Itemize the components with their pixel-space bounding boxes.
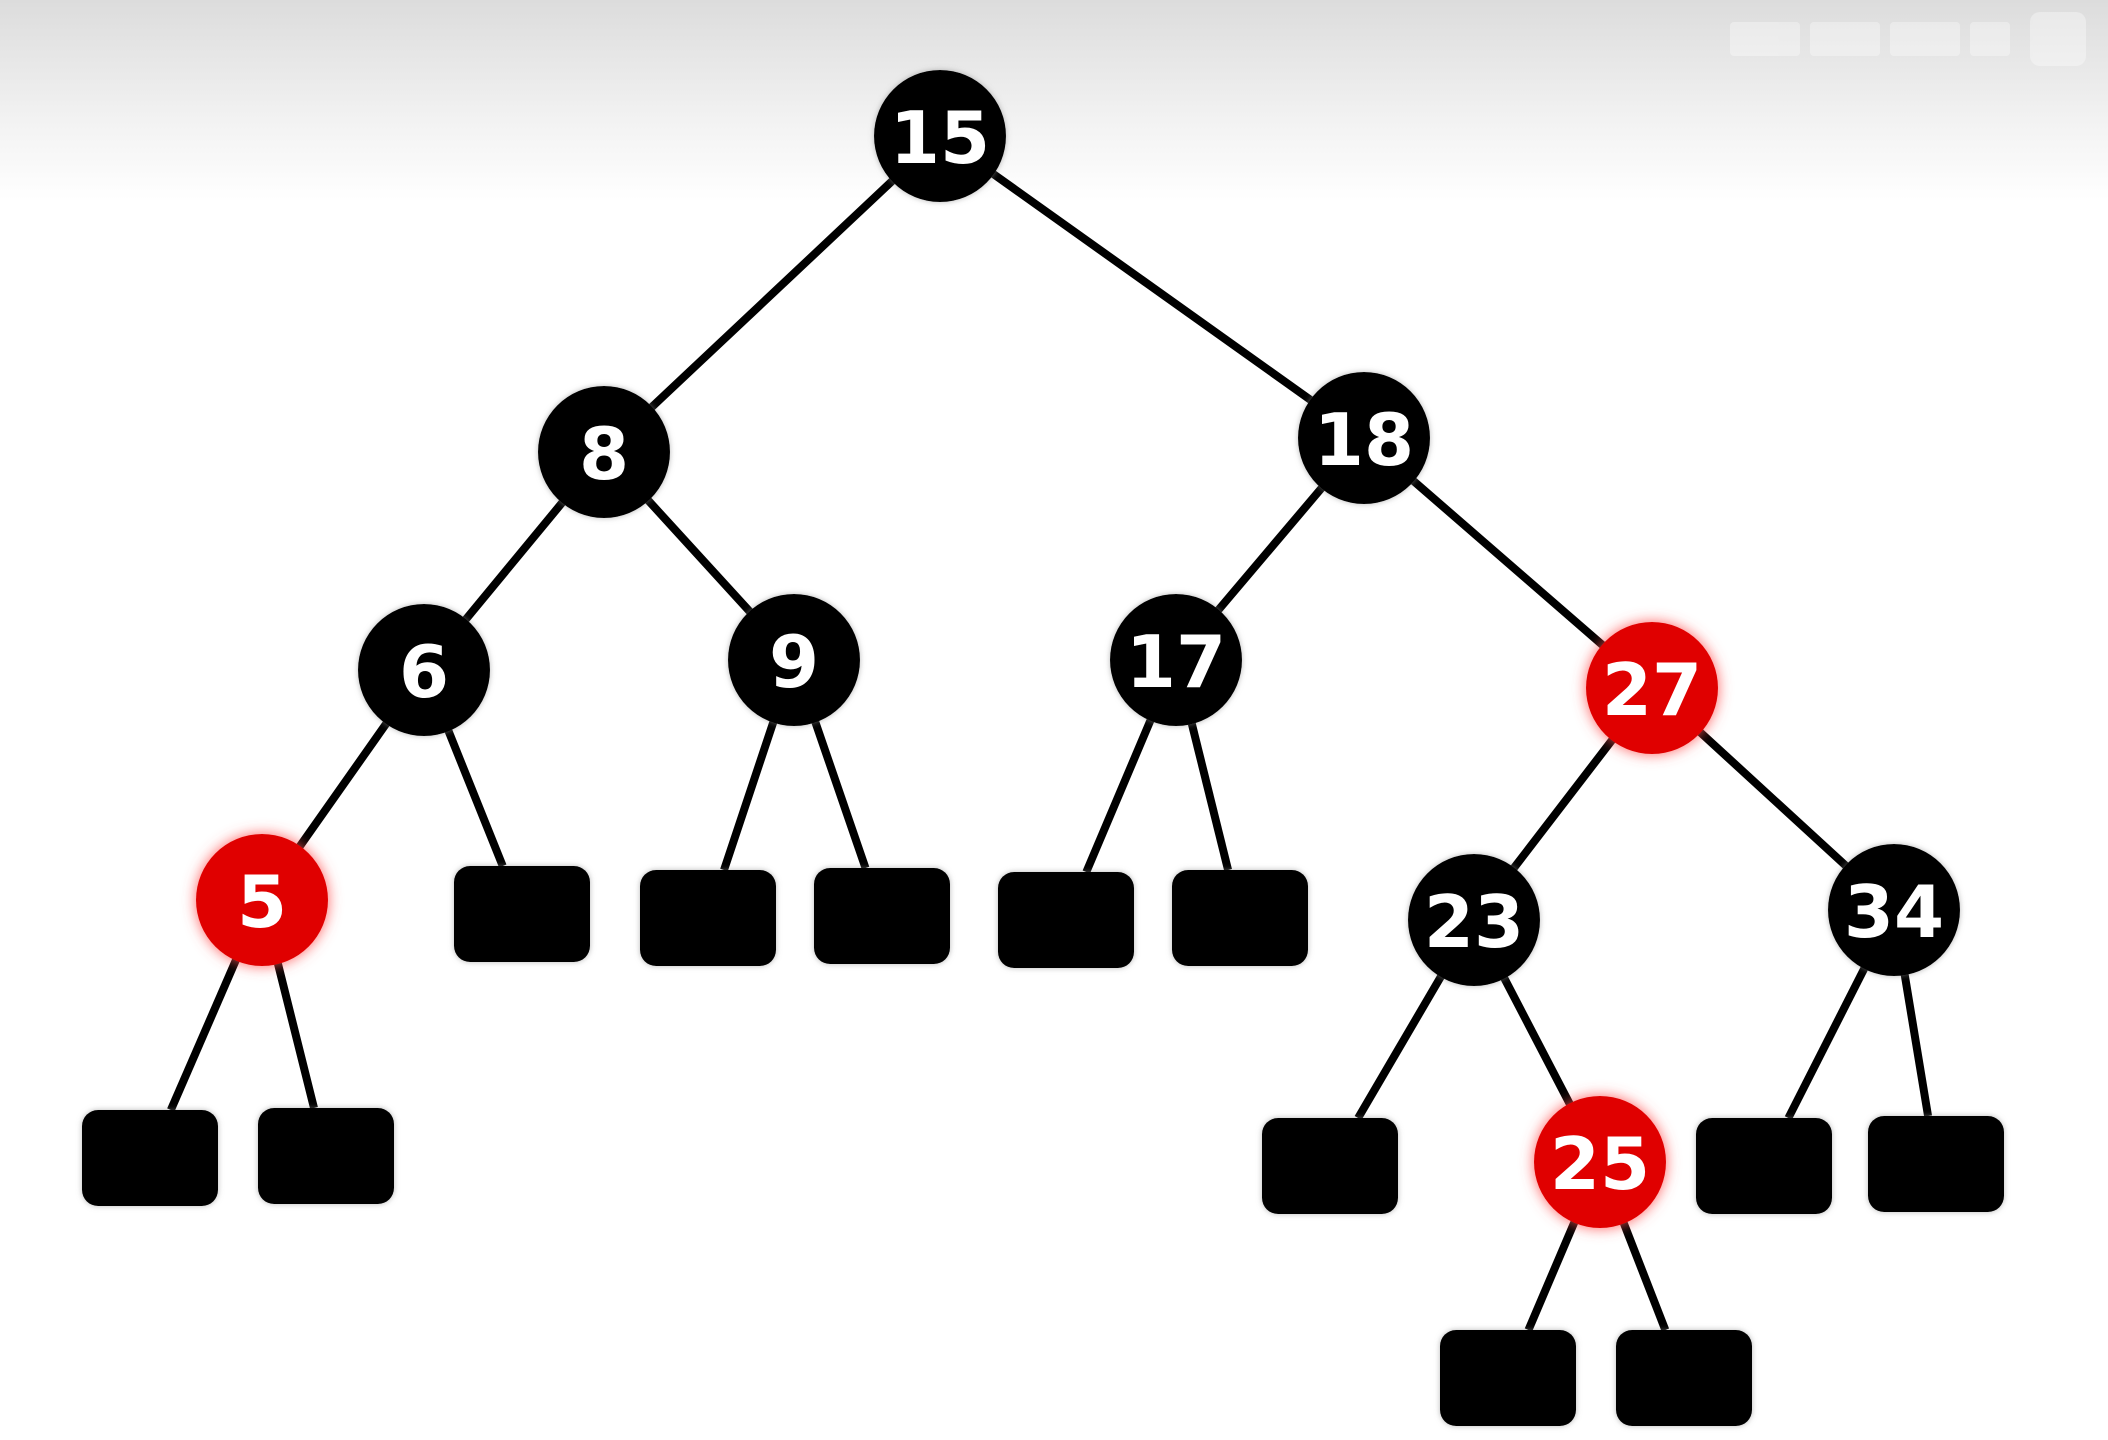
red-node-circle bbox=[1586, 622, 1718, 754]
edge-n25-nil-25-r bbox=[1619, 1220, 1670, 1332]
black-node-circle bbox=[1298, 372, 1430, 504]
edge-n18-n17 bbox=[1214, 484, 1326, 614]
edge-n17-nil-17-l bbox=[1082, 717, 1155, 874]
nil-leaf bbox=[82, 1110, 218, 1206]
tree-node-15: 15 bbox=[874, 70, 1006, 202]
node-label: 9 bbox=[769, 620, 819, 704]
edge-n8-n9 bbox=[644, 496, 754, 616]
tree-node-9: 9 bbox=[728, 594, 860, 726]
node-label: 18 bbox=[1314, 398, 1414, 482]
tree-node-17: 17 bbox=[1110, 594, 1242, 726]
tree-node-23: 23 bbox=[1408, 854, 1540, 986]
nil-leaves bbox=[82, 866, 2004, 1426]
nil-leaf bbox=[814, 868, 950, 964]
nil-leaf bbox=[1696, 1118, 1832, 1214]
node-label: 34 bbox=[1844, 870, 1944, 954]
node-label: 15 bbox=[890, 96, 990, 180]
node-label: 17 bbox=[1126, 620, 1226, 704]
watermark-logo bbox=[1730, 8, 2090, 70]
edge-n9-nil-9-r bbox=[811, 719, 870, 870]
edge-n18-n27 bbox=[1409, 476, 1607, 650]
edge-n34-nil-34-r bbox=[1900, 972, 1933, 1117]
edge-n8-n6 bbox=[461, 498, 567, 624]
nil-leaf bbox=[454, 866, 590, 962]
nil-leaf bbox=[258, 1108, 394, 1204]
edge-n34-nil-34-l bbox=[1784, 965, 1869, 1120]
black-node-circle bbox=[728, 594, 860, 726]
tree-node-34: 34 bbox=[1828, 844, 1960, 976]
tree-node-8: 8 bbox=[538, 386, 670, 518]
node-label: 27 bbox=[1602, 648, 1702, 732]
black-node-circle bbox=[1828, 844, 1960, 976]
edge-n9-nil-9-l bbox=[720, 719, 778, 872]
tree-node-6: 6 bbox=[358, 604, 490, 736]
red-node-circle bbox=[1534, 1096, 1666, 1228]
node-label: 5 bbox=[237, 860, 287, 944]
nil-leaf bbox=[1262, 1118, 1398, 1214]
nil-leaf bbox=[1440, 1330, 1576, 1426]
edge-n6-nil-6-r bbox=[444, 727, 507, 868]
node-label: 8 bbox=[579, 412, 629, 496]
black-node-circle bbox=[538, 386, 670, 518]
edge-n5-nil-5-l bbox=[167, 957, 241, 1112]
node-label: 23 bbox=[1424, 880, 1524, 964]
black-node-circle bbox=[1110, 594, 1242, 726]
tree-node-5: 5 bbox=[196, 834, 328, 966]
edge-n6-n5 bbox=[295, 720, 391, 850]
nil-leaf bbox=[1616, 1330, 1752, 1426]
black-node-circle bbox=[1408, 854, 1540, 986]
nil-leaf bbox=[1172, 870, 1308, 966]
edge-n23-nil-23-l bbox=[1354, 973, 1446, 1121]
tree-node-27: 27 bbox=[1586, 622, 1718, 754]
node-label: 6 bbox=[399, 630, 449, 714]
black-node-circle bbox=[874, 70, 1006, 202]
edge-n15-n18 bbox=[989, 169, 1315, 405]
tree-node-18: 18 bbox=[1298, 372, 1430, 504]
tree-edges bbox=[167, 169, 1933, 1332]
edge-n17-nil-17-r bbox=[1187, 721, 1232, 871]
node-label: 25 bbox=[1550, 1122, 1650, 1206]
nil-leaf bbox=[1868, 1116, 2004, 1212]
edge-n27-n34 bbox=[1696, 728, 1850, 870]
edge-n27-n23 bbox=[1509, 736, 1617, 872]
tree-node-25: 25 bbox=[1534, 1096, 1666, 1228]
edge-n5-nil-5-r bbox=[273, 961, 318, 1109]
edge-n15-n8 bbox=[647, 176, 897, 412]
edge-n23-n25 bbox=[1500, 974, 1574, 1108]
nil-leaf bbox=[640, 870, 776, 966]
tree-nodes: 15 8 18 6 9 17 27 5 23 34 25 bbox=[196, 70, 1960, 1228]
black-node-circle bbox=[358, 604, 490, 736]
red-node-circle bbox=[196, 834, 328, 966]
nil-leaf bbox=[998, 872, 1134, 968]
edge-n25-nil-25-l bbox=[1524, 1219, 1579, 1332]
